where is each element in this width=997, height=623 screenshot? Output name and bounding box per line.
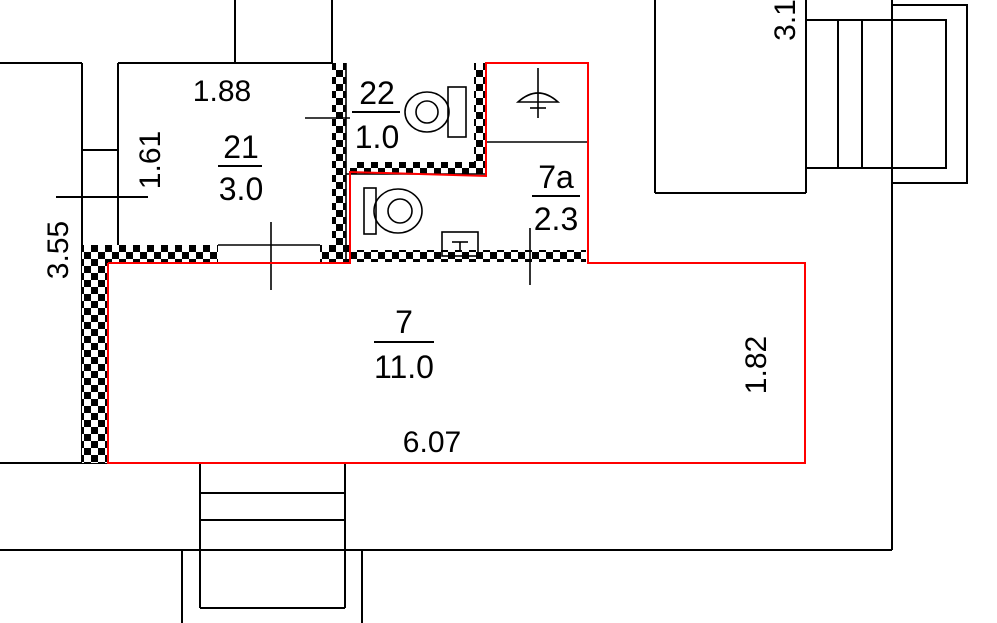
toilet-icon	[404, 86, 467, 138]
dimension-width-large: 6.07	[403, 426, 461, 459]
hatched-walls	[82, 63, 586, 463]
room-number: 7a	[538, 159, 574, 195]
room-number: 7	[395, 304, 413, 340]
room-area: 11.0	[374, 349, 434, 385]
highlight-outline	[107, 62, 806, 464]
room-number: 22	[359, 75, 395, 111]
building-walls	[0, 0, 893, 551]
room-number: 21	[223, 129, 259, 165]
dimension-height-right: 1.82	[740, 336, 773, 394]
room-area: 3.0	[219, 171, 263, 207]
sink-icon	[441, 231, 479, 257]
dimension-partial: 3.1	[769, 0, 802, 41]
room-area: 1.0	[355, 119, 399, 155]
stairs-bottom	[181, 463, 363, 623]
toilet-icon	[363, 187, 423, 235]
dimension-width: 1.88	[193, 75, 251, 108]
lamp-icon	[515, 68, 561, 118]
room-area: 2.3	[534, 201, 578, 237]
dimension-height-total: 3.55	[42, 221, 75, 279]
stairs-top-right	[654, 0, 968, 194]
labels: 1.88 1.61 3.55 6.07 1.82 3.1 21 3.0 22 1…	[42, 0, 802, 459]
dimension-height: 1.61	[134, 131, 167, 189]
